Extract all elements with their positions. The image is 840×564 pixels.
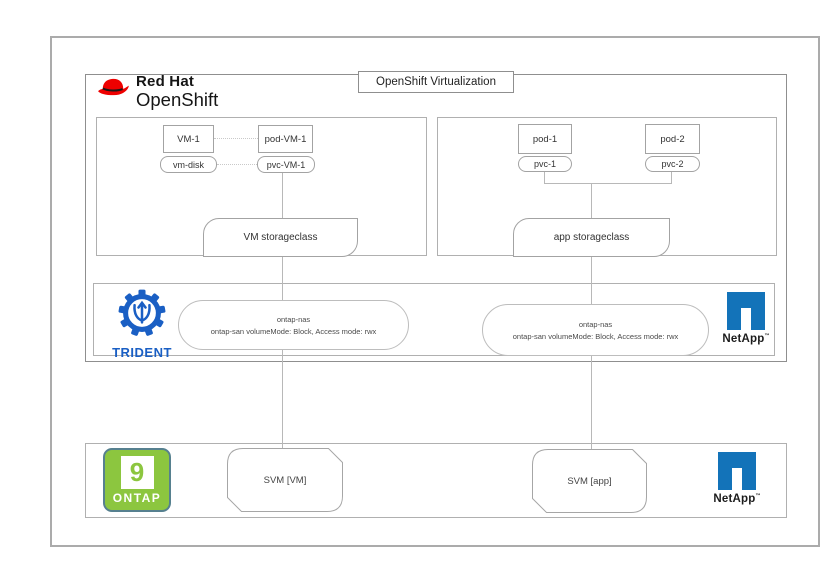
connector-join-appstorageclass [591, 183, 592, 218]
netapp-n-icon [727, 292, 765, 330]
node-pod-2: pod-2 [645, 124, 700, 154]
trident-wordmark: TRIDENT [112, 345, 172, 360]
trident-logo: TRIDENT [103, 288, 181, 360]
app-storageclass-box: app storageclass [513, 218, 670, 257]
backend-app-line1: ontap-nas [578, 319, 613, 329]
redhat-fedora-icon [96, 74, 130, 105]
netapp-n-icon [718, 452, 756, 490]
netapp-logo-trident-band: NetApp™ [714, 292, 778, 345]
backend-app-line2: ontap-san volumeMode: Block, Access mode… [512, 331, 679, 341]
openshift-wordmark: OpenShift [136, 89, 219, 110]
node-vm-disk: vm-disk [160, 156, 217, 173]
trident-backend-app: ontap-nas ontap-san volumeMode: Block, A… [482, 304, 709, 356]
node-pvc-vm-1: pvc-VM-1 [257, 156, 315, 173]
openshift-virtualization-label: OpenShift Virtualization [358, 71, 514, 93]
netapp-logo-ontap-band: NetApp™ [705, 452, 769, 505]
node-pvc-1: pvc-1 [518, 156, 572, 172]
vm-storageclass-box: VM storageclass [203, 218, 358, 257]
backend-vm-line1: ontap-nas [276, 314, 311, 324]
node-pod-vm-1: pod-VM-1 [258, 125, 313, 153]
svm-vm-label: SVM [VM] [263, 474, 307, 486]
ontap-wordmark: ONTAP [112, 491, 162, 505]
ontap-9-icon: 9 [120, 456, 154, 489]
connector-pvc1-drop [544, 172, 545, 183]
connector-vmstorageclass-svmvm [282, 257, 283, 448]
redhat-wordmark: Red Hat [136, 73, 195, 90]
svm-app-box: SVM [app] [532, 449, 647, 513]
connector-pvcvm1-vmstorageclass [282, 173, 283, 218]
trident-band [93, 283, 775, 356]
netapp-wordmark: NetApp™ [722, 333, 770, 345]
connector-pvc-join [544, 183, 672, 184]
node-pod-1: pod-1 [518, 124, 572, 154]
redhat-openshift-logo: Red Hat OpenShift [96, 74, 218, 110]
netapp-wordmark: NetApp™ [713, 493, 761, 505]
trident-gear-icon [114, 289, 170, 342]
ontap-logo: 9 ONTAP [103, 448, 171, 512]
backend-vm-line2: ontap-san volumeMode: Block, Access mode… [210, 326, 377, 336]
connector-vm1-podvm1 [214, 138, 258, 139]
connector-pvc2-drop [671, 172, 672, 183]
node-pvc-2: pvc-2 [645, 156, 700, 172]
outer-frame [50, 36, 820, 547]
svm-vm-box: SVM [VM] [227, 448, 343, 512]
ontap-band [85, 443, 787, 518]
connector-vmdisk-pvcvm1 [217, 164, 257, 165]
trident-backend-vm: ontap-nas ontap-san volumeMode: Block, A… [178, 300, 409, 350]
node-vm-1: VM-1 [163, 125, 214, 153]
svm-app-label: SVM [app] [567, 475, 612, 487]
